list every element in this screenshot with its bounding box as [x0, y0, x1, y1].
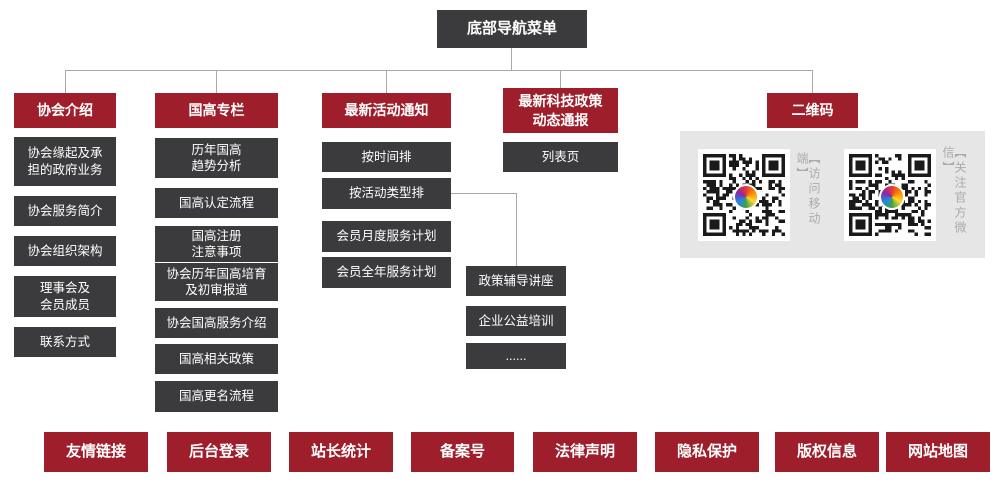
footer-link-admin-login[interactable]: 后台登录: [167, 432, 271, 472]
tree-node[interactable]: 会员月度服务计划: [322, 221, 451, 252]
tree-node[interactable]: 政策辅导讲座: [466, 266, 566, 296]
tree-node[interactable]: 国高认定流程: [155, 188, 278, 218]
connector-line: [65, 70, 66, 93]
tree-node[interactable]: 协会历年国高培育 及初审报道: [155, 263, 278, 301]
tree-node[interactable]: 理事会及 会员成员: [14, 276, 116, 317]
footer-link-sitemap[interactable]: 网站地图: [886, 432, 990, 472]
qr-logo-icon: [879, 184, 905, 210]
qr-logo-icon: [733, 184, 759, 210]
tree-node[interactable]: 国高相关政策: [155, 344, 278, 374]
tree-node[interactable]: 历年国高 趋势分析: [155, 138, 278, 178]
tree-node[interactable]: 会员全年服务计划: [322, 257, 451, 288]
tree-node[interactable]: 协会服务简介: [14, 196, 116, 226]
column-header-association-intro[interactable]: 协会介绍: [14, 93, 116, 128]
footer-link-icp-number[interactable]: 备案号: [411, 432, 514, 472]
footer-link-site-stats[interactable]: 站长统计: [289, 432, 393, 472]
tree-node-ellipsis: ......: [466, 343, 566, 369]
qr-label-wechat: 【关注官方微信】: [941, 146, 967, 236]
tree-node[interactable]: 按活动类型排: [322, 178, 451, 209]
tree-node[interactable]: 列表页: [503, 142, 618, 172]
tree-node[interactable]: 协会缘起及承 担的政府业务: [14, 137, 116, 186]
column-header-qr-codes[interactable]: 二维码: [767, 93, 858, 128]
tree-node[interactable]: 企业公益培训: [466, 306, 566, 336]
footer-link-legal-notice[interactable]: 法律声明: [533, 432, 637, 472]
column-header-guogao-column[interactable]: 国高专栏: [155, 93, 278, 128]
connector-line: [812, 70, 813, 93]
connector-line: [560, 70, 561, 88]
footer-link-friend-links[interactable]: 友情链接: [44, 432, 148, 472]
connector-line: [386, 70, 387, 93]
tree-node[interactable]: 协会国高服务介绍: [155, 308, 278, 338]
footer-link-privacy[interactable]: 隐私保护: [655, 432, 759, 472]
connector-line: [516, 193, 517, 266]
qr-code-mobile-icon: [698, 149, 790, 241]
column-header-policy-updates[interactable]: 最新科技政策 动态通报: [503, 88, 618, 133]
tree-node[interactable]: 国高注册 注意事项: [155, 226, 278, 262]
tree-node[interactable]: 按时间排: [322, 142, 451, 172]
connector-line: [451, 193, 517, 194]
tree-node[interactable]: 协会组织架构: [14, 236, 116, 266]
tree-node[interactable]: 联系方式: [14, 327, 116, 357]
root-node[interactable]: 底部导航菜单: [437, 10, 587, 48]
connector-line: [216, 70, 217, 93]
connector-line: [65, 70, 813, 71]
footer-link-copyright[interactable]: 版权信息: [775, 432, 879, 472]
connector-line: [511, 48, 512, 70]
column-header-latest-events[interactable]: 最新活动通知: [322, 93, 451, 128]
tree-node[interactable]: 国高更名流程: [155, 381, 278, 412]
qr-label-mobile: 【访问移动端】: [795, 152, 821, 227]
qr-code-wechat-icon: [844, 149, 936, 241]
